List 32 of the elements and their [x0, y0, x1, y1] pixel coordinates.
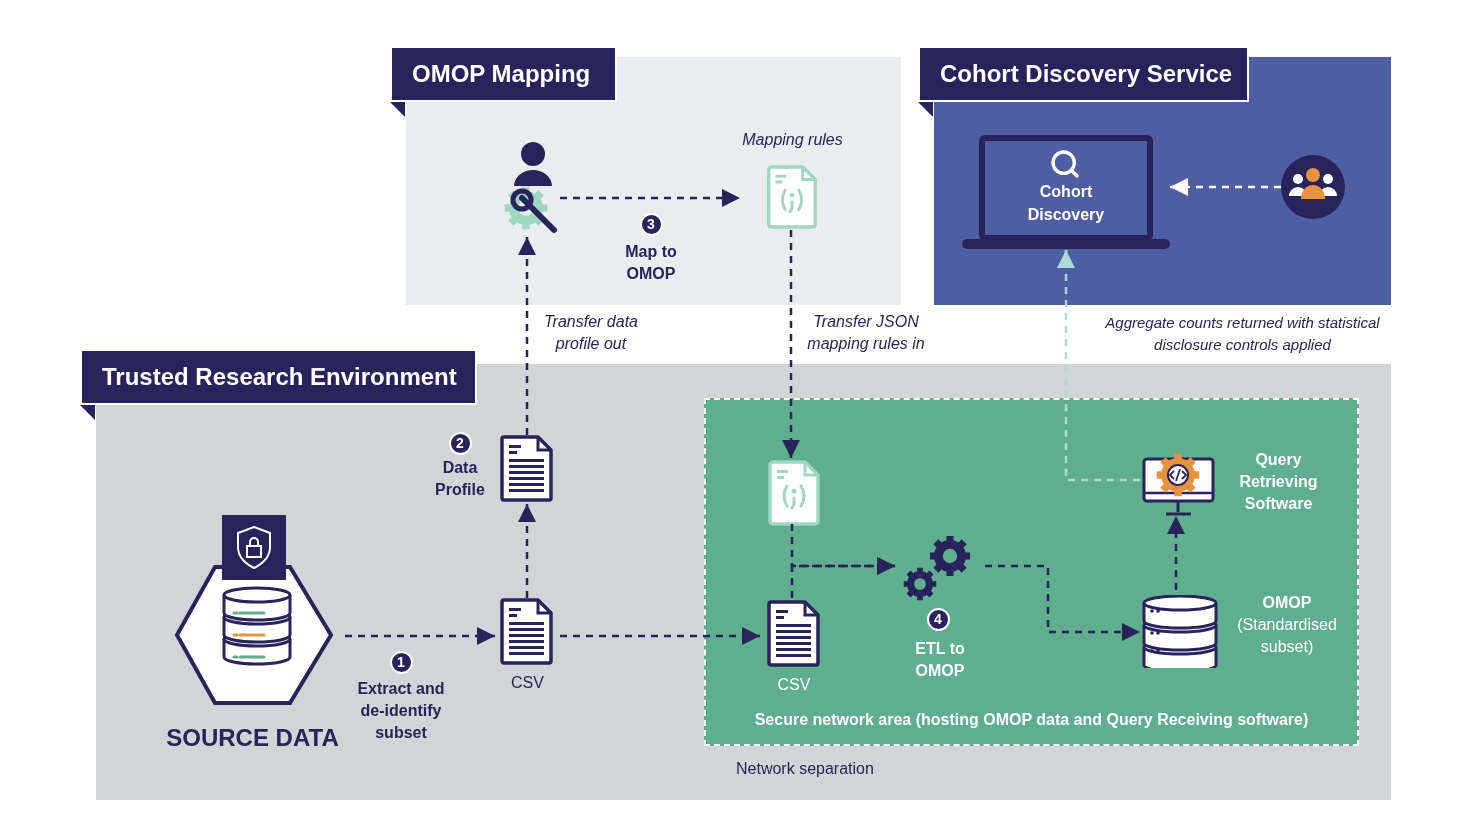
arrow: [985, 564, 1140, 641]
section-title: OMOP Mapping: [390, 46, 617, 102]
arrow: [782, 230, 800, 458]
node-label: OMOP: [1262, 593, 1312, 613]
file-caption: CSV: [776, 675, 812, 695]
source-label: SOURCE DATA: [165, 723, 340, 753]
section-title: Cohort Discovery Service: [918, 46, 1249, 102]
arrow: [518, 504, 536, 598]
arrow: [345, 627, 495, 645]
node-sublabel: (Standardised subset): [1236, 615, 1338, 657]
arrow: [518, 237, 536, 435]
arrow: [790, 557, 895, 598]
edge-label: Map to OMOP: [624, 242, 678, 284]
edge-label: Aggregate counts returned with statistical disclosure controls applied: [1103, 313, 1381, 355]
arrow: [1057, 250, 1140, 482]
arrow: [560, 627, 760, 645]
file-caption: Mapping rules: [741, 130, 844, 150]
section-title: Trusted Research Environment: [80, 349, 477, 405]
screen-label: Cohort Discovery: [1026, 182, 1106, 225]
step-caption: ETL to OMOP: [914, 639, 966, 681]
edge-label: Extract and de-identify subset: [356, 679, 446, 743]
area-note: Network separation: [736, 759, 874, 779]
node-label: Query Retrieving Software: [1238, 450, 1319, 514]
arrow: [1167, 516, 1185, 590]
file-caption: Data Profile: [434, 458, 486, 500]
file-caption: CSV: [510, 673, 545, 693]
area-title: Secure network area (hosting OMOP data and Query Receiving software): [753, 710, 1310, 730]
arrow: [560, 189, 740, 207]
edge-label: Transfer data profile out: [543, 312, 639, 354]
arrow: [1170, 178, 1281, 196]
secure-area: [704, 398, 1359, 746]
edge-label: Transfer JSON mapping rules in: [806, 312, 926, 354]
